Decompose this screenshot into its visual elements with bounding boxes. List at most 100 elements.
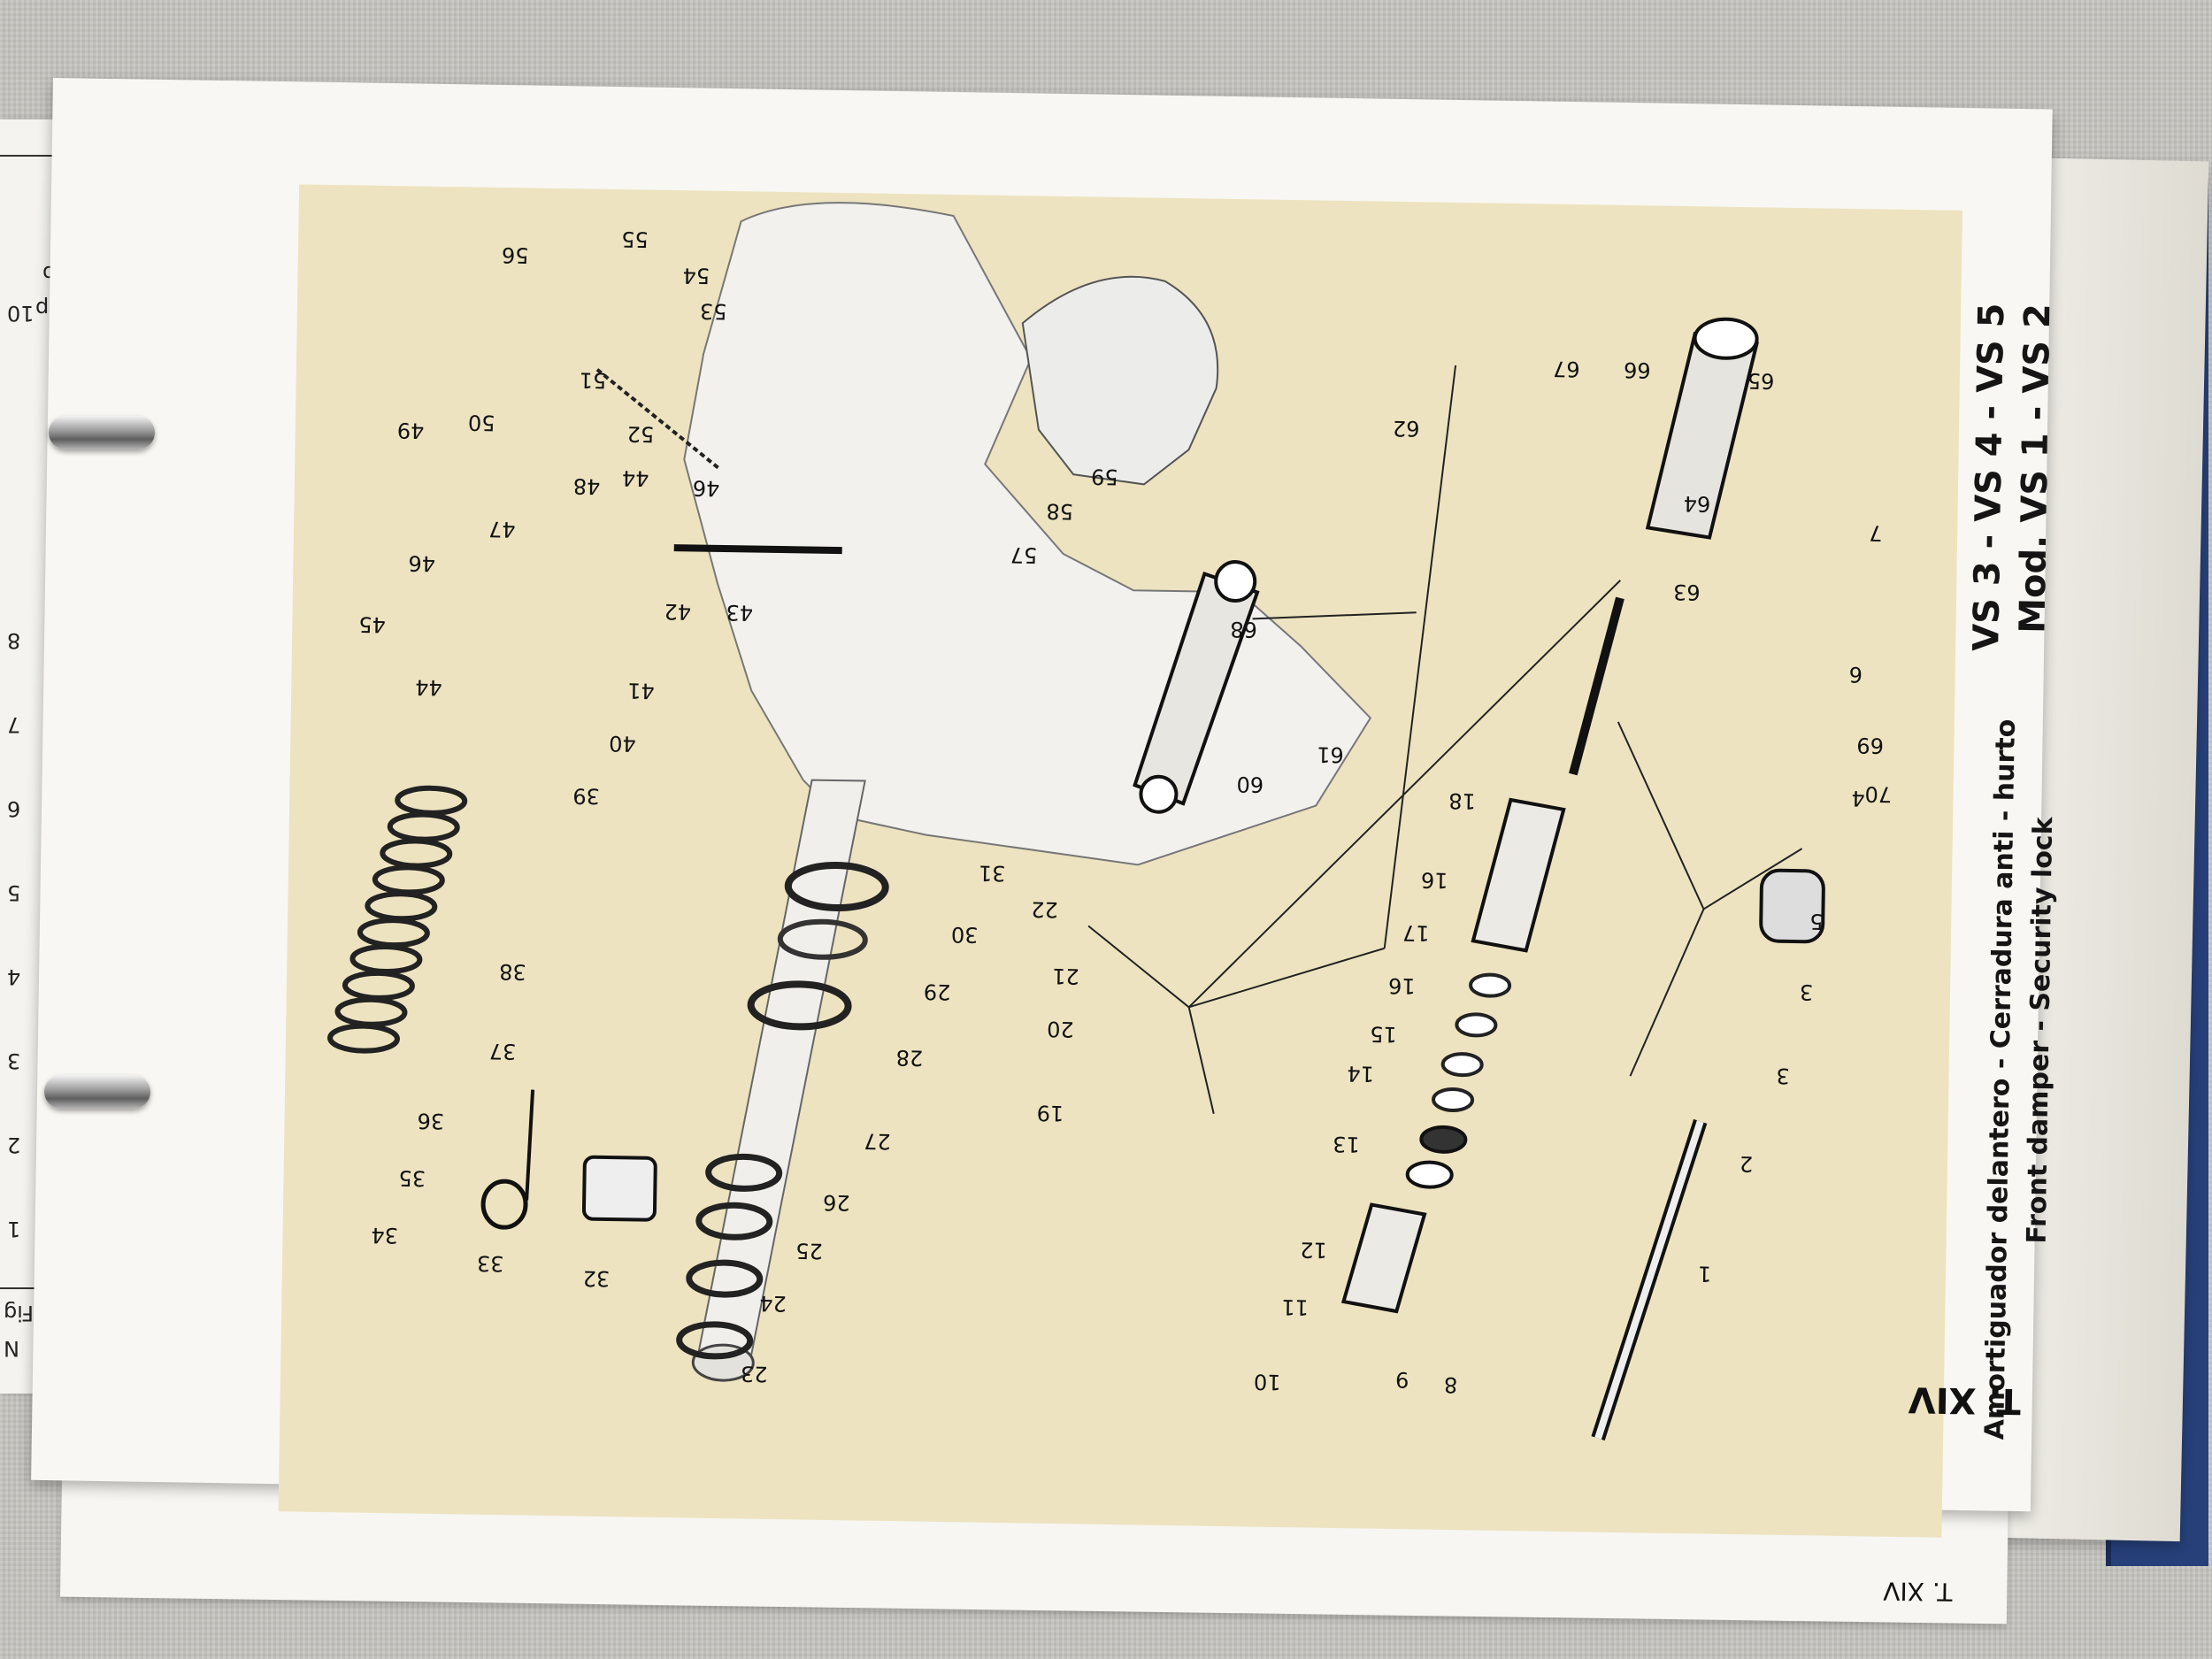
part-label: 26 — [822, 1189, 850, 1216]
prev-fragment: Fig — [4, 1301, 34, 1325]
part-label: 6 — [1848, 661, 1863, 687]
part-label: 10 — [1253, 1369, 1281, 1394]
part-label: 44 — [621, 465, 649, 491]
bearing-ring — [705, 1153, 783, 1192]
prev-row-number: 7 — [7, 712, 21, 737]
model-line-1: Mod. VS 1 - VS 2 — [2012, 303, 2059, 634]
part-label: 46 — [408, 550, 436, 576]
part-label: 32 — [582, 1265, 611, 1292]
bearing-ring — [777, 918, 868, 960]
part-label: 28 — [895, 1045, 924, 1071]
part-label: 3 — [1799, 979, 1814, 1005]
part-label: 23 — [740, 1361, 768, 1386]
under-plate-number: T. XIV — [1883, 1576, 1953, 1607]
part-label: 12 — [1300, 1237, 1328, 1263]
sleeve — [1340, 1202, 1427, 1314]
part-label: 49 — [396, 418, 425, 443]
part-label: 63 — [1672, 579, 1701, 605]
part-label: 37 — [488, 1038, 517, 1064]
model-line-2: VS 3 - VS 4 - VS 5 — [1966, 303, 2013, 652]
coil-spring — [326, 785, 468, 1054]
bearing-ring — [676, 1321, 754, 1360]
prev-row-number: 3 — [7, 1048, 21, 1073]
prev-row-number: 4 — [7, 964, 21, 989]
part-label: 42 — [664, 598, 692, 625]
part-label: 46 — [692, 475, 720, 501]
part-label: 34 — [371, 1222, 399, 1248]
part-label: 39 — [572, 783, 601, 809]
title-block: Mod. VS 1 - VS 2 VS 3 - VS 4 - VS 5 Fron… — [1933, 303, 2068, 1525]
part-label: 58 — [1046, 498, 1074, 525]
part-label: 38 — [498, 959, 526, 985]
part-label: 48 — [572, 473, 601, 499]
prev-row-number: 2 — [7, 1133, 21, 1157]
headset-casting — [1021, 275, 1219, 486]
part-label: 15 — [1369, 1021, 1397, 1047]
part-label: 11 — [1281, 1294, 1310, 1320]
part-label: 29 — [923, 979, 951, 1005]
pin — [673, 544, 842, 555]
part-label: 21 — [1051, 963, 1079, 989]
part-label: 13 — [1333, 1131, 1361, 1157]
part-label: 47 — [488, 516, 516, 542]
part-label: 45 — [358, 611, 387, 637]
part-label: 60 — [1236, 772, 1264, 797]
part-label: 59 — [1090, 464, 1118, 489]
binder-ring — [44, 1075, 150, 1109]
part-label: 65 — [1747, 368, 1775, 394]
prev-fragment: N — [4, 1336, 19, 1361]
part-label: 66 — [1623, 357, 1651, 383]
prev-row-number: 8 — [7, 628, 21, 653]
part-label: 3 — [1776, 1063, 1791, 1088]
part-label: 2 — [1739, 1151, 1754, 1177]
piston — [1759, 868, 1825, 944]
prev-row-number: 5 — [7, 880, 21, 905]
part-label: 62 — [1392, 415, 1420, 442]
part-label: 44 — [415, 674, 442, 700]
bearing-ring — [695, 1202, 773, 1240]
part-label: 22 — [1031, 896, 1059, 922]
part-label: 57 — [1010, 542, 1038, 568]
damper-rod — [1569, 596, 1624, 776]
part-label: 1 — [1697, 1261, 1712, 1286]
exploded-parts-diagram — [326, 202, 1825, 1441]
part-label: 69 — [1856, 733, 1885, 758]
bearing-ring — [784, 862, 889, 912]
frame-silhouette — [683, 202, 1372, 866]
part-label: 50 — [467, 410, 495, 435]
prev-row-number: 6 — [7, 796, 21, 821]
part-label: 56 — [501, 242, 529, 268]
part-label: 24 — [759, 1290, 787, 1317]
sleeve — [1471, 797, 1566, 953]
plate-number: T. XIV — [1908, 1379, 2022, 1422]
lock-body — [581, 1155, 657, 1222]
part-label: 17 — [1402, 920, 1430, 946]
bearing-ring — [686, 1259, 764, 1298]
part-label: 55 — [620, 227, 649, 252]
part-label: 33 — [476, 1250, 504, 1277]
catalogue-page: Mod. VS 1 - VS 2 VS 3 - VS 4 - VS 5 Fron… — [31, 78, 2059, 1538]
part-label: 25 — [795, 1238, 824, 1263]
part-label: 9 — [1394, 1367, 1409, 1393]
part-label: 53 — [699, 298, 727, 324]
bearing-ring — [747, 980, 852, 1031]
binder-ring — [49, 416, 155, 449]
part-label: 19 — [1036, 1100, 1064, 1126]
part-label: 70 — [1864, 781, 1893, 807]
part-label: 67 — [1552, 356, 1580, 382]
part-label: 68 — [1230, 616, 1258, 642]
part-label: 40 — [609, 730, 637, 757]
part-label: 54 — [682, 263, 710, 288]
part-label: 8 — [1443, 1371, 1458, 1398]
part-label: 4 — [1851, 786, 1865, 811]
part-label: 41 — [626, 678, 655, 703]
part-label: 16 — [1420, 867, 1448, 893]
part-label: 43 — [726, 600, 754, 626]
prev-row-number: 10 — [7, 301, 35, 326]
part-label: 52 — [626, 421, 655, 447]
part-label: 51 — [579, 367, 607, 393]
part-label: 31 — [978, 860, 1006, 887]
part-label: 14 — [1347, 1061, 1375, 1087]
part-label: 18 — [1448, 787, 1477, 814]
part-label: 35 — [398, 1165, 426, 1191]
